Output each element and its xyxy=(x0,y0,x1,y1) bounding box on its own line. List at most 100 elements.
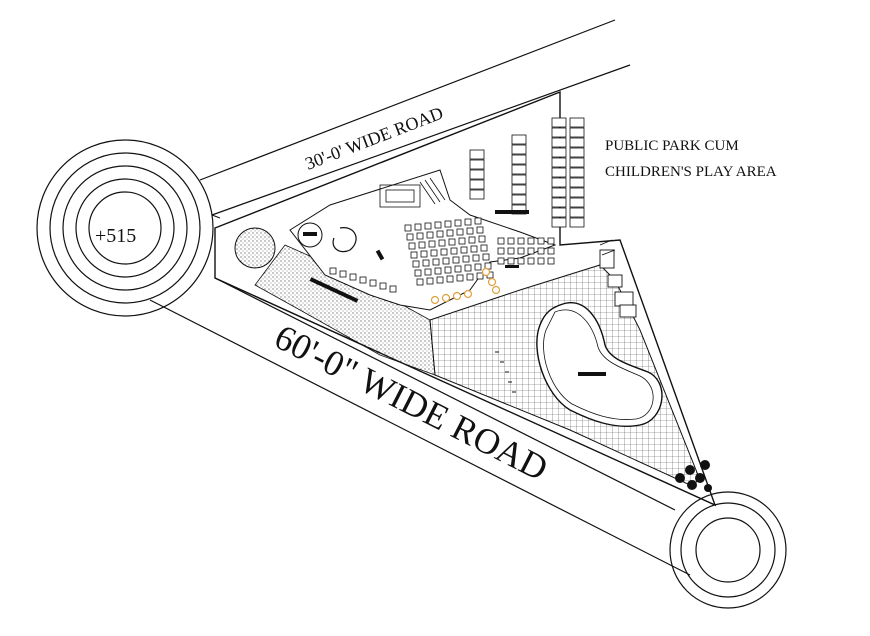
dining-table xyxy=(482,253,490,261)
parking-bay xyxy=(551,177,567,188)
tree-cluster xyxy=(675,460,712,492)
dining-table xyxy=(432,258,440,266)
dining-table xyxy=(537,257,545,265)
dining-table xyxy=(476,226,484,234)
parking-bay xyxy=(569,167,585,178)
dining-table xyxy=(440,248,448,256)
dining-table xyxy=(480,244,488,252)
dining-table xyxy=(446,275,454,283)
parking-bay xyxy=(511,134,527,145)
dining-table xyxy=(507,237,515,245)
accent-chair xyxy=(430,295,440,305)
parking-bay xyxy=(469,179,485,190)
parking-bay xyxy=(569,127,585,138)
dining-table xyxy=(444,266,452,274)
parking-bay xyxy=(551,217,567,228)
parking-bay xyxy=(551,167,567,178)
dining-table xyxy=(452,256,460,264)
dining-table xyxy=(436,276,444,284)
parking-bay xyxy=(551,117,567,128)
parking-bay xyxy=(569,217,585,228)
accent-chair xyxy=(487,277,497,287)
accent-chair xyxy=(481,267,491,277)
parking-bay xyxy=(569,117,585,128)
dining-table xyxy=(416,278,424,286)
level-marker: +515 xyxy=(95,225,136,247)
dining-table xyxy=(430,249,438,257)
dining-table xyxy=(537,237,545,245)
dining-table xyxy=(418,241,426,249)
roundabout-left xyxy=(36,139,214,317)
entrance-gate xyxy=(599,239,637,318)
dining-table xyxy=(468,236,476,244)
dining-table xyxy=(339,270,347,278)
dining-table xyxy=(426,231,434,239)
dining-table xyxy=(507,247,515,255)
dining-table xyxy=(527,237,535,245)
parking-bay xyxy=(569,207,585,218)
dining-table xyxy=(434,267,442,275)
dining-table xyxy=(470,245,478,253)
parking-bay xyxy=(551,207,567,218)
dining-table xyxy=(474,263,482,271)
dining-tables-accent xyxy=(430,267,501,305)
dining-table xyxy=(424,268,432,276)
dining-table xyxy=(414,223,422,231)
parking-bay xyxy=(551,187,567,198)
parking-bay xyxy=(511,174,527,185)
service-block xyxy=(379,177,446,208)
parking-bay xyxy=(469,169,485,180)
dining-table xyxy=(424,222,432,230)
dining-table xyxy=(442,257,450,265)
dining-table xyxy=(456,274,464,282)
parking-bay xyxy=(551,127,567,138)
dining-table xyxy=(462,255,470,263)
parking-bay xyxy=(569,177,585,188)
dining-table xyxy=(547,247,555,255)
dining-table xyxy=(464,218,472,226)
dining-table xyxy=(404,224,412,232)
dining-table xyxy=(428,240,436,248)
dining-table xyxy=(412,260,420,268)
parking-bay xyxy=(551,157,567,168)
dining-table xyxy=(507,257,515,265)
parking-bay xyxy=(551,137,567,148)
road-30ft xyxy=(199,19,631,219)
dining-table xyxy=(537,247,545,255)
roundabout-right xyxy=(669,491,787,609)
dining-table xyxy=(547,257,555,265)
parking-bay xyxy=(511,144,527,155)
dining-table xyxy=(379,282,387,290)
dining-table xyxy=(420,250,428,258)
parking-bay xyxy=(551,147,567,158)
dining-table xyxy=(472,254,480,262)
dining-table xyxy=(464,264,472,272)
parking-bay xyxy=(469,159,485,170)
dining-table xyxy=(527,257,535,265)
dining-table xyxy=(454,219,462,227)
accent-chair xyxy=(452,291,462,301)
dining-table xyxy=(408,242,416,250)
dining-table xyxy=(454,265,462,273)
park-label-line2: CHILDREN'S PLAY AREA xyxy=(605,164,777,180)
dining-table xyxy=(448,238,456,246)
dining-table xyxy=(410,251,418,259)
dining-table xyxy=(329,267,337,275)
dining-table xyxy=(517,237,525,245)
parking-bay xyxy=(569,197,585,208)
dining-table xyxy=(436,230,444,238)
parking-bays xyxy=(469,117,585,228)
dining-table xyxy=(497,237,505,245)
dining-table xyxy=(497,257,505,265)
dining-tables xyxy=(329,217,555,293)
dining-table xyxy=(497,247,505,255)
parking-bay xyxy=(569,147,585,158)
dining-table xyxy=(450,247,458,255)
dining-table xyxy=(458,237,466,245)
dining-table xyxy=(369,279,377,287)
dining-table xyxy=(527,247,535,255)
parking-bay xyxy=(511,164,527,175)
fountain-circle xyxy=(234,227,276,269)
parking-bay xyxy=(569,157,585,168)
